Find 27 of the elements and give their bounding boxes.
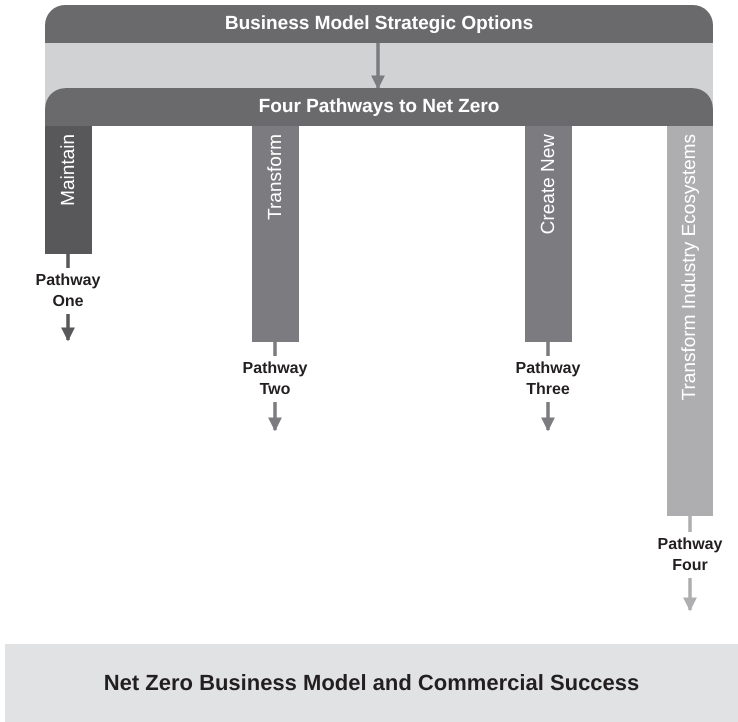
connector-line [688,516,692,532]
outcome-box [5,644,738,722]
connector-line [273,342,277,356]
pathway-bar [525,126,572,342]
connector-line [546,342,550,356]
arrow [683,578,697,612]
panel-heading: Business Model Strategic Options [224,13,534,35]
pathway-label: Pathway Four [656,535,724,576]
band-heading: Four Pathways to Net Zero [258,96,500,118]
arrow [268,402,282,432]
pathway-label: Pathway Three [514,359,582,400]
arrow [541,402,555,432]
bar-label: Transform [264,134,286,220]
connector-line [66,254,70,268]
bar-label: Maintain [58,134,80,206]
pathway-bar [252,126,299,342]
bar-label: Create New [538,134,560,234]
bar-label: Transform Industry Ecosystems [679,134,701,400]
arrow [61,314,75,342]
arrow [371,43,385,90]
pathway-label: Pathway Two [242,359,308,400]
outcome-text: Net Zero Business Model and Commercial Success [104,670,640,696]
pathway-bar [45,126,92,254]
pathway-label: Pathway One [34,271,102,312]
pathway-bar [667,126,713,516]
options-panel [45,5,713,43]
pathways-band [45,88,713,126]
